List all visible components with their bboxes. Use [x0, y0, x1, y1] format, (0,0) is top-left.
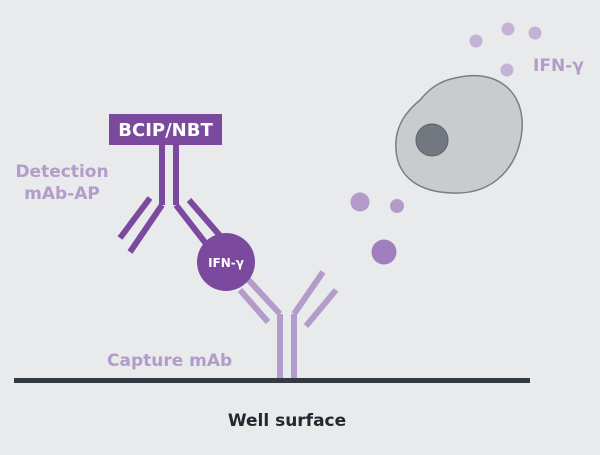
detection-mab-label-line2: mAb-AP [24, 184, 100, 204]
capture-antibody-arm [291, 270, 326, 316]
detection-antibody-arm [127, 203, 165, 254]
secreted-ifn-gamma-label: IFN-γ [533, 56, 584, 76]
cytokine-dot [500, 63, 514, 77]
secreted-ifn-gamma-molecules [350, 22, 542, 265]
cytokine-dot [371, 239, 397, 265]
capture-antibody-light-chain [303, 288, 339, 328]
captured-ifn-gamma-circle [197, 233, 255, 291]
capture-antibody [229, 259, 339, 378]
detection-antibody-light-chain [117, 196, 153, 240]
cytokine-dot [469, 34, 483, 48]
cell-body [395, 74, 523, 194]
captured-ifn-gamma: IFN-γ [197, 233, 255, 291]
cytokine-dot [528, 26, 542, 40]
detection-mab-label-line1: Detection [15, 162, 108, 182]
substrate-label: BCIP/NBT [118, 120, 213, 141]
substrate-box: BCIP/NBT [109, 114, 222, 145]
well-surface-label: Well surface [228, 411, 346, 431]
cytokine-dot [350, 192, 370, 212]
cell-nucleus [415, 123, 449, 157]
detection-antibody-light-chain [186, 198, 225, 240]
cytokine-dot [501, 22, 515, 36]
well-surface-line [14, 378, 530, 383]
capture-mab-label: Capture mAb [107, 351, 232, 371]
substrate-box-background [109, 114, 222, 145]
capture-antibody-light-chain [237, 288, 271, 324]
captured-ifn-gamma-label: IFN-γ [208, 256, 244, 270]
detection-antibody [117, 143, 225, 256]
cytokine-dot [390, 199, 404, 213]
cell [395, 74, 523, 194]
